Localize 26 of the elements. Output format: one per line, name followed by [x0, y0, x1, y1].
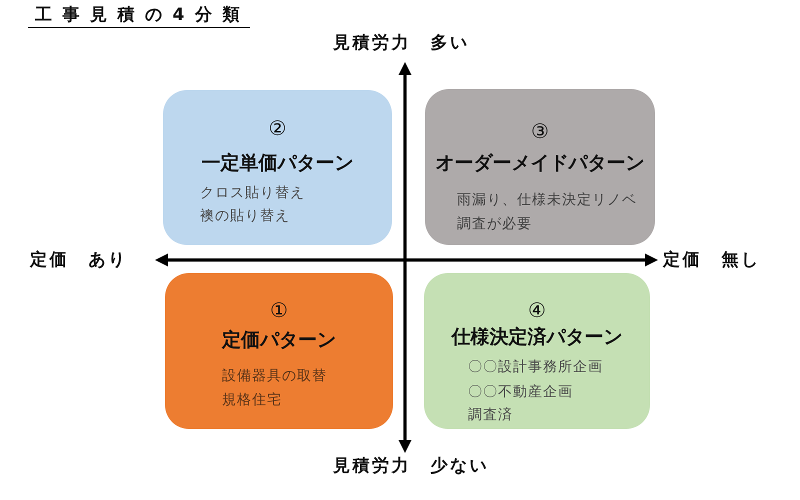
pattern-heading: オーダーメイドパターン	[436, 150, 644, 176]
example-text: 規格住宅	[222, 391, 282, 409]
example-text: 襖の貼り替え	[200, 207, 290, 225]
circled-number: ②	[268, 115, 286, 141]
pattern-heading: 定価パターン	[222, 328, 336, 352]
example-text: クロス貼り替え	[200, 184, 305, 202]
quadrant-box	[424, 273, 650, 429]
quadrant-box	[163, 90, 392, 245]
title: 工事見積の4分類	[28, 4, 250, 28]
pattern-heading: 仕様決定済パターン	[452, 324, 622, 350]
axis-label: 定価 無し	[663, 249, 760, 271]
example-text: 調査済	[468, 406, 513, 424]
circled-number: ①	[270, 297, 288, 323]
circled-number: ③	[531, 118, 549, 144]
axis-label: 見積労力 多い	[333, 32, 470, 54]
example-text: 〇〇設計事務所企画	[468, 358, 603, 376]
axis-label: 定価 あり	[30, 249, 128, 271]
pattern-heading: 一定単価パターン	[202, 150, 354, 176]
circled-number: ④	[528, 297, 546, 323]
example-text: 雨漏り、仕様未決定リノベ	[457, 191, 637, 209]
example-text: 調査が必要	[457, 215, 532, 233]
example-text: 設備器具の取替	[222, 367, 327, 385]
quadrant-box	[425, 89, 655, 245]
axis-label: 見積労力 少ない	[333, 455, 489, 477]
quadrant-box	[165, 273, 393, 429]
example-text: 〇〇不動産企画	[468, 383, 573, 401]
